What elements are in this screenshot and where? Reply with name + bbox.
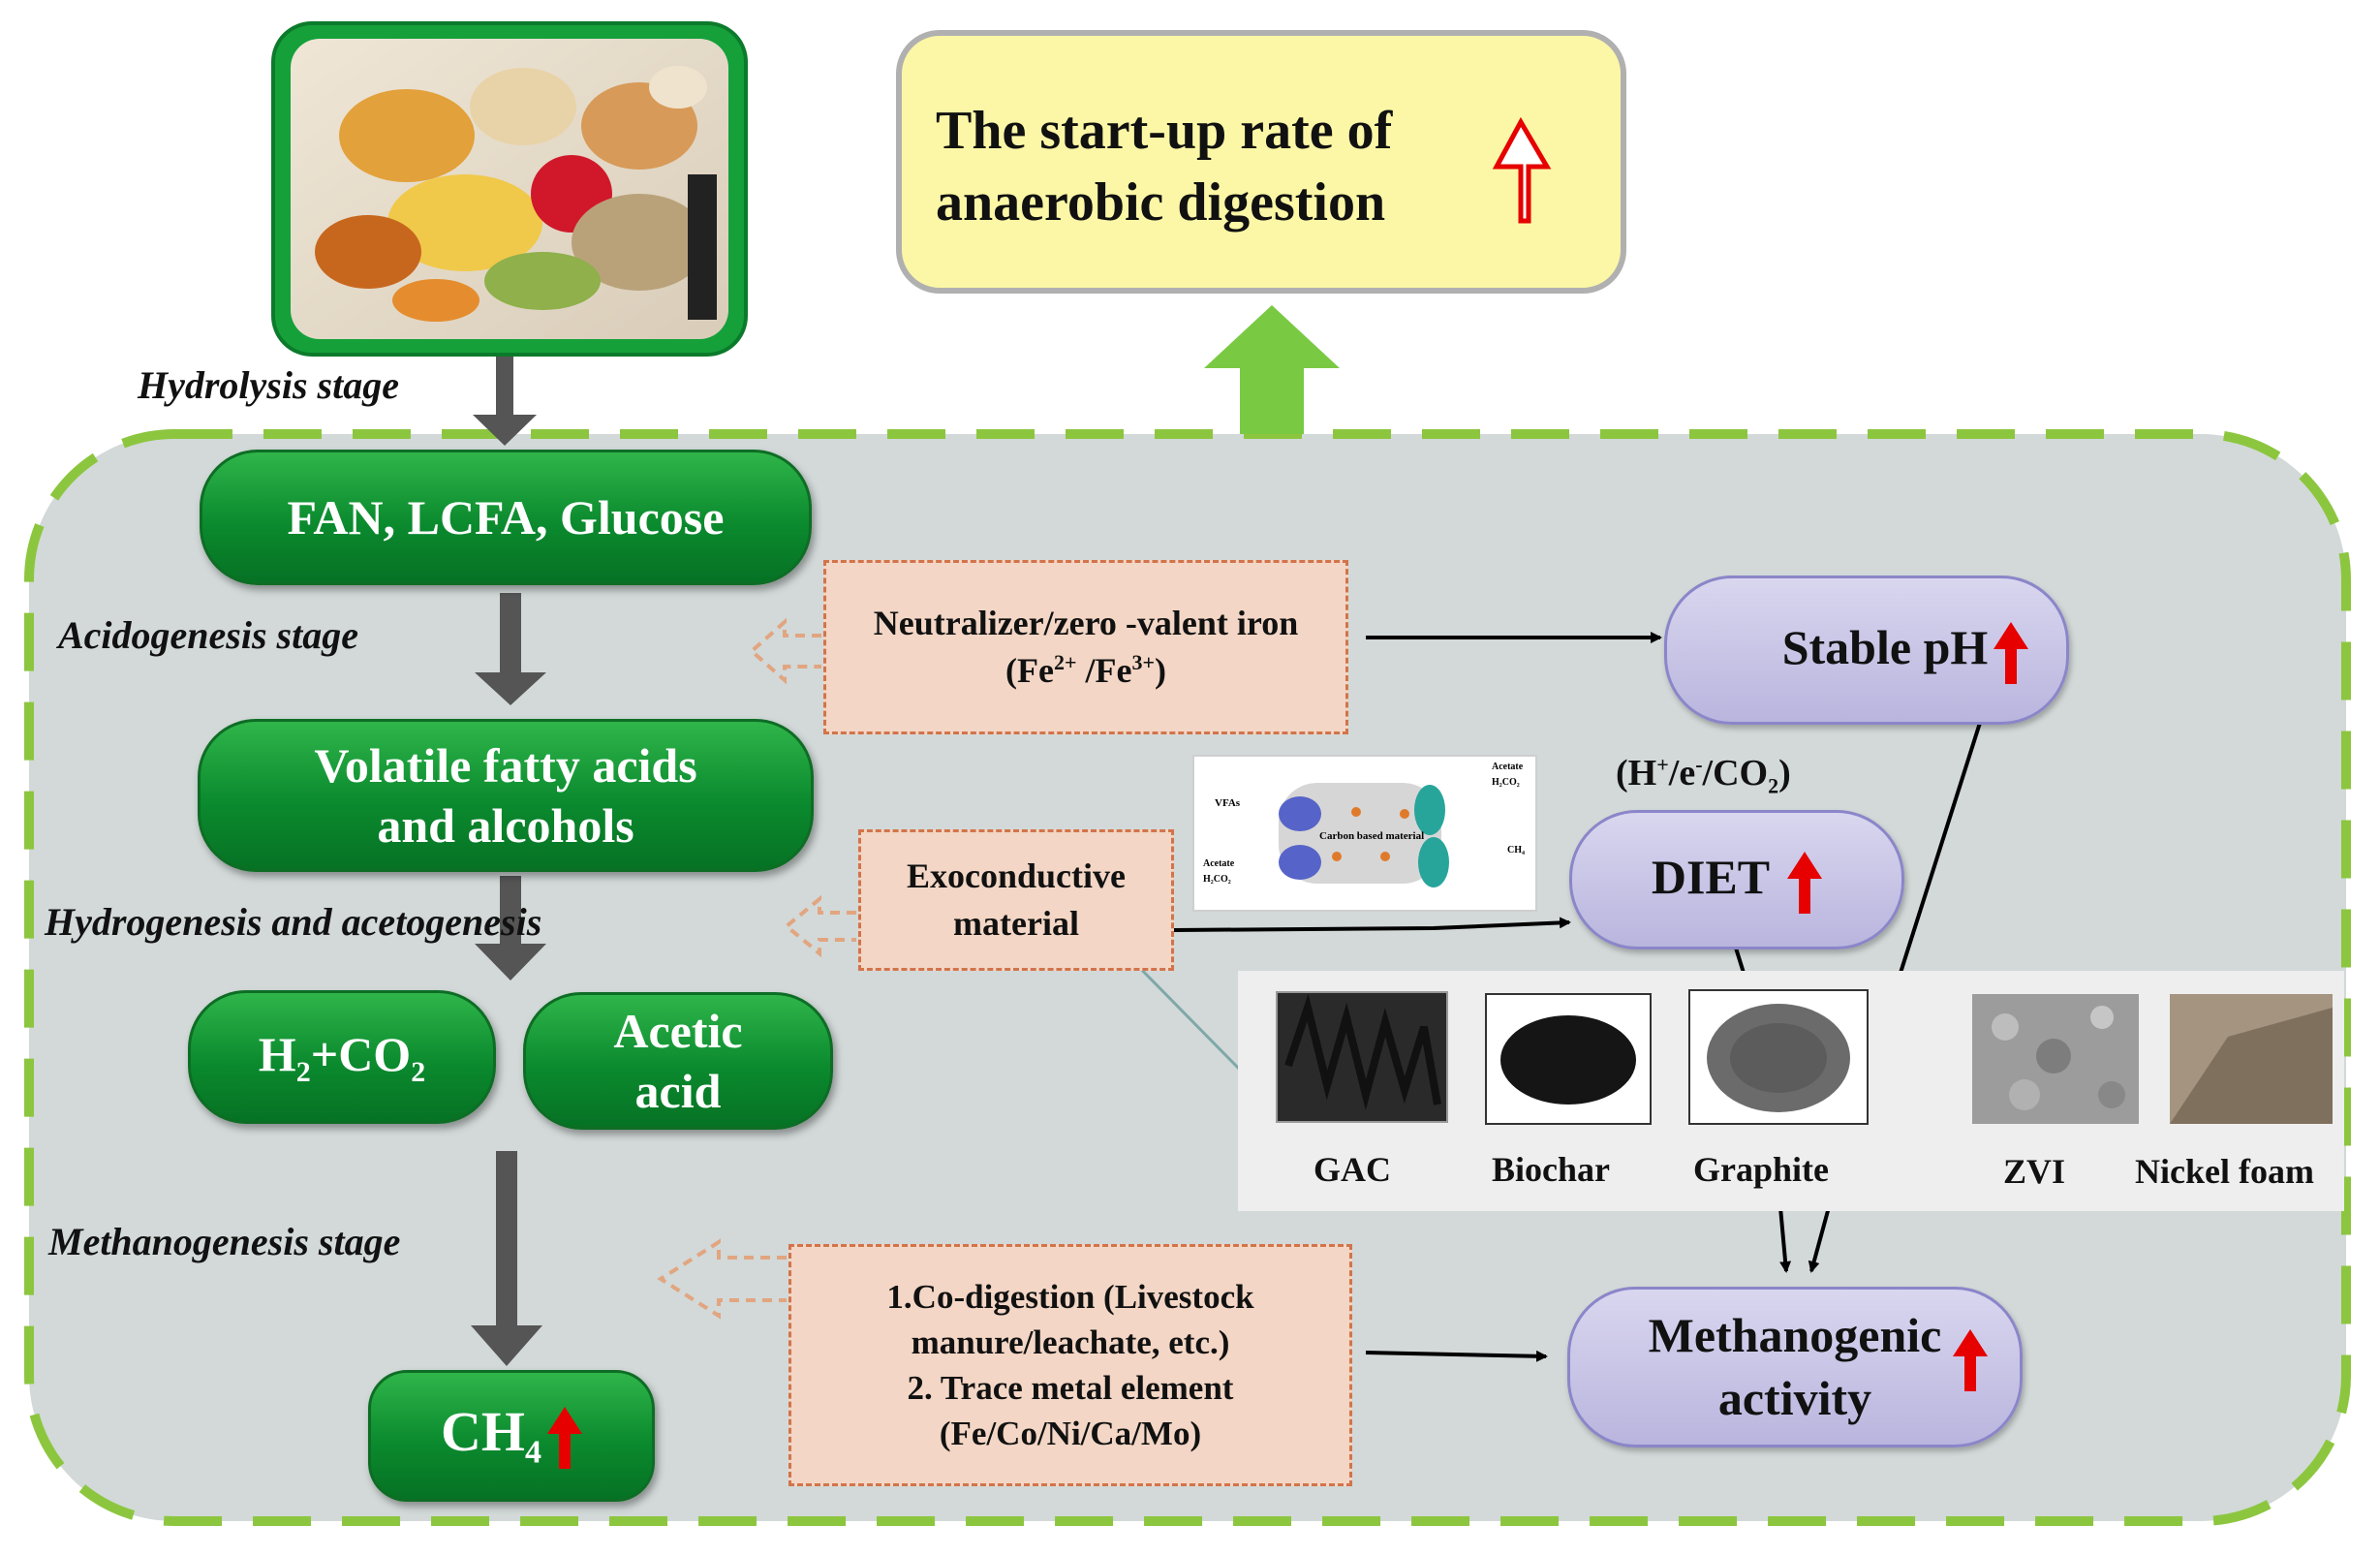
exo-line-1: Exoconductive xyxy=(906,856,1126,896)
diet-note-sub-2: 2 xyxy=(1768,773,1779,798)
stable-ph-box: Stable pH xyxy=(1664,576,2069,725)
acetic-line-2: acid xyxy=(634,1064,722,1118)
diet-inset-acetate-bottom: Acetate xyxy=(1203,858,1235,869)
connector-arrows xyxy=(1173,632,1982,1362)
h2-label: H xyxy=(258,1026,296,1081)
neutralizer-fe-mid: /Fe xyxy=(1076,651,1132,690)
intervention-arrows xyxy=(657,617,856,1320)
co2-label: +CO xyxy=(310,1026,412,1081)
material-label-zvi: ZVI xyxy=(2003,1152,2066,1191)
codigestion-box: 1.Co-digestion (Livestock manure/leachat… xyxy=(788,1244,1352,1486)
green-up-arrow xyxy=(1204,305,1340,434)
diet-inset-h2co2-top: H₂CO₂ xyxy=(1492,777,1520,788)
exoconductive-box: Exoconductive material xyxy=(858,829,1174,971)
header-line-1: The start-up rate of xyxy=(936,101,1393,161)
codig-line-4: (Fe/Co/Ni/Ca/Mo) xyxy=(939,1415,1202,1453)
codig-line-1: 1.Co-digestion (Livestock xyxy=(886,1277,1254,1316)
diet-inset-carbon: Carbon based material xyxy=(1319,830,1424,842)
h2-subscript: 2 xyxy=(295,1055,311,1088)
diet-inset-acetate-top: Acetate xyxy=(1492,762,1524,772)
diet-note-sup-minus: - xyxy=(1695,752,1703,777)
neutralizer-fe-open: (Fe xyxy=(1005,651,1054,690)
diet-note-close: ) xyxy=(1778,753,1791,794)
diet-note-mid: /e xyxy=(1668,753,1696,794)
ch4-up-arrow-icon xyxy=(547,1407,582,1470)
methanogenic-activity-box: Methanogenic activity xyxy=(1567,1287,2023,1447)
ch4-label: CH xyxy=(441,1400,525,1464)
diet-inset-art xyxy=(1279,783,1449,887)
material-label-graphite: Graphite xyxy=(1693,1150,1829,1189)
materials-photos xyxy=(1276,989,2333,1125)
diet-note: (H+/e-/CO2) xyxy=(1616,752,1791,799)
codig-line-2: manure/leachate, etc.) xyxy=(911,1323,1230,1361)
neutralizer-box: Neutralizer/zero -valent iron (Fe2+ /Fe3… xyxy=(823,560,1348,734)
methanogenesis-stage-label: Methanogenesis stage xyxy=(48,1220,401,1263)
methanogenic-line-1: Methanogenic xyxy=(1648,1308,1942,1362)
hydrolysis-stage-label: Hydrolysis stage xyxy=(138,363,399,407)
vfa-line-1: Volatile fatty acids xyxy=(314,737,697,793)
vfa-line-2: and alcohols xyxy=(377,798,634,853)
diet-label: DIET xyxy=(1651,850,1771,905)
material-label-nickel-foam: Nickel foam xyxy=(2135,1152,2314,1191)
neutralizer-sup-2plus: 2+ xyxy=(1053,650,1077,674)
header-box xyxy=(896,30,1626,294)
h2-co2-box: H2+CO2 xyxy=(188,990,496,1124)
co2-subscript: 2 xyxy=(411,1055,426,1088)
neutralizer-close: ) xyxy=(1155,651,1167,690)
ch4-subscript: 4 xyxy=(525,1435,541,1472)
diet-note-open: (H xyxy=(1616,753,1657,794)
acetic-acid-box: Acetic acid xyxy=(523,992,833,1130)
ch4-box: CH4 xyxy=(368,1370,655,1502)
vfa-alcohols-box: Volatile fatty acids and alcohols xyxy=(198,719,814,872)
header-text: The start-up rate of anaerobic digestion xyxy=(936,95,1478,238)
header-up-arrow-icon xyxy=(1492,116,1552,224)
hydrogenesis-stage-label: Hydrogenesis and acetogenesis xyxy=(45,900,542,944)
material-label-gac: GAC xyxy=(1314,1150,1391,1189)
neutralizer-sup-3plus: 3+ xyxy=(1131,650,1156,674)
methanogenic-up-arrow-icon xyxy=(1953,1329,1988,1391)
exo-pointer-line xyxy=(1122,949,1242,1072)
stage-arrows xyxy=(471,357,546,1366)
diet-note-sup-plus: + xyxy=(1656,752,1669,777)
fan-lcfa-glucose-box: FAN, LCFA, Glucose xyxy=(200,450,812,585)
diet-inset-ch4: CH₄ xyxy=(1507,845,1525,856)
methanogenic-line-2: activity xyxy=(1717,1371,1872,1425)
diet-box: DIET xyxy=(1569,810,1904,949)
acidogenesis-stage-label: Acidogenesis stage xyxy=(58,613,358,657)
diet-inset-vfas: VFAs xyxy=(1215,797,1241,809)
codig-line-3: 2. Trace metal element xyxy=(907,1369,1234,1407)
stable-ph-label: Stable pH xyxy=(1781,620,1989,675)
acetic-line-1: Acetic xyxy=(613,1003,743,1058)
fan-lcfa-glucose-label: FAN, LCFA, Glucose xyxy=(287,489,725,545)
material-label-biochar: Biochar xyxy=(1492,1150,1610,1189)
neutralizer-line-1: Neutralizer/zero -valent iron xyxy=(873,604,1299,643)
diet-note-co: /CO xyxy=(1702,753,1769,794)
header-line-2: anaerobic digestion xyxy=(936,172,1386,233)
diet-up-arrow-icon xyxy=(1787,851,1823,914)
stable-ph-up-arrow-icon xyxy=(1994,621,2029,684)
exo-line-2: material xyxy=(953,904,1079,943)
food-waste-image xyxy=(291,39,728,339)
diet-inset-h2co2-bottom: H₂CO₂ xyxy=(1203,874,1231,885)
